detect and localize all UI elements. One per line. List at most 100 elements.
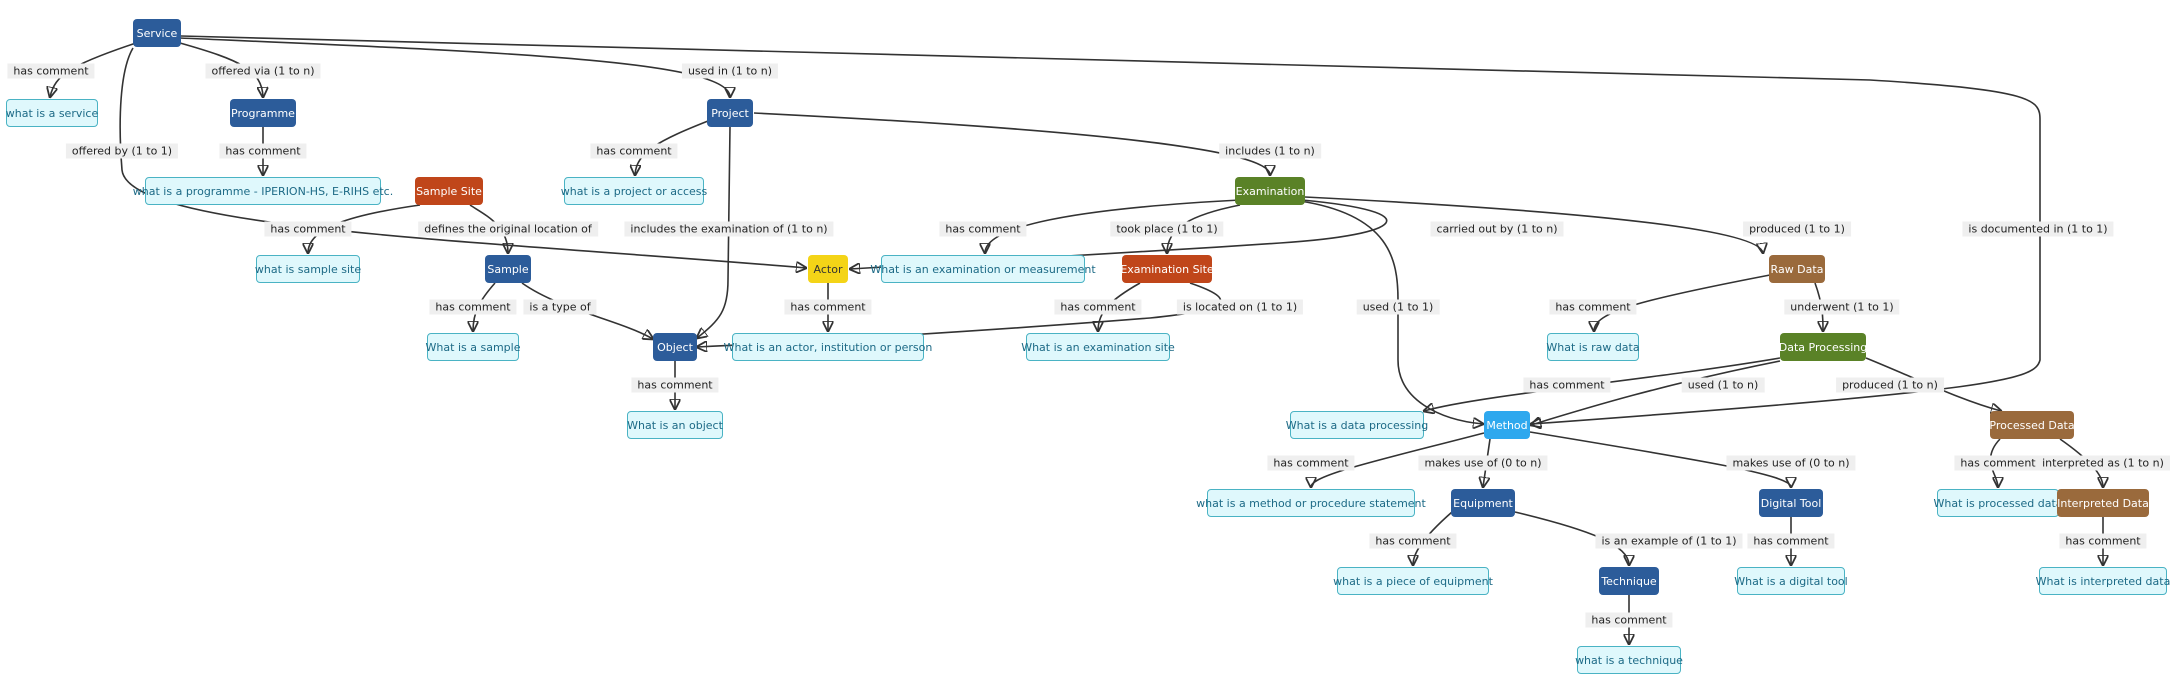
edge-label: has comment: [429, 299, 517, 315]
edge-label: defines the original location of: [418, 221, 598, 237]
edge-examination-to-what-examination: [985, 199, 1241, 253]
node-label: Examination Site: [1120, 262, 1214, 276]
node-raw-data: Raw Data: [1769, 255, 1825, 283]
node-label: What is an examination or measurement: [870, 262, 1096, 276]
edge-label: is documented in (1 to 1): [1962, 221, 2114, 237]
node-digital-tool: Digital Tool: [1759, 489, 1823, 517]
node-method: Method: [1484, 411, 1530, 439]
edge-label: includes the examination of (1 to n): [624, 221, 834, 237]
edge-label: took place (1 to 1): [1110, 221, 1224, 237]
node-label: what is a piece of equipment: [1333, 574, 1493, 588]
comment-node-what-project: what is a project or access: [561, 177, 707, 205]
comment-node-what-sample: What is a sample: [425, 333, 521, 361]
node-technique: Technique: [1599, 567, 1659, 595]
edge-label: has comment: [939, 221, 1027, 237]
comment-node-what-raw-data: What is raw data: [1546, 333, 1640, 361]
node-label: What is raw data: [1546, 340, 1640, 354]
edge-label: is a type of: [523, 299, 597, 315]
edge-label: has comment: [1747, 533, 1835, 549]
edge-label: underwent (1 to 1): [1784, 299, 1900, 315]
edge-label: has comment: [590, 143, 678, 159]
node-label: what is a method or procedure statement: [1196, 496, 1426, 510]
node-service: Service: [133, 19, 181, 47]
edge-label: has comment: [1523, 377, 1611, 393]
edge-label: produced (1 to 1): [1743, 221, 1851, 237]
node-sample: Sample: [485, 255, 531, 283]
node-label: What is interpreted data: [2035, 574, 2170, 588]
edge-label: has comment: [7, 63, 95, 79]
edge-label: has comment: [1369, 533, 1457, 549]
comment-node-what-service: what is a service: [6, 99, 98, 127]
node-label: Object: [657, 340, 693, 354]
node-label: Programme: [231, 106, 295, 120]
comment-node-what-processed-data: What is processed data: [1934, 489, 2063, 517]
node-label: What is a data processing: [1285, 418, 1429, 432]
edge-method-to-digital-tool: [1529, 431, 1791, 487]
edge-label: has comment: [1549, 299, 1637, 315]
node-exam-site: Examination Site: [1120, 255, 1214, 283]
edge-method-to-what-method: [1311, 432, 1485, 487]
edge-label: has comment: [1267, 455, 1355, 471]
node-label: Digital Tool: [1760, 496, 1822, 510]
edge-label: offered by (1 to 1): [65, 143, 179, 159]
edge-label: has comment: [1954, 455, 2042, 471]
node-label: Data Processing: [1778, 340, 1868, 354]
node-label: what is a service: [5, 106, 99, 120]
comment-node-what-exam-site: What is an examination site: [1021, 333, 1175, 361]
node-interpreted-data: Interpreted Data: [2057, 489, 2149, 517]
node-label: Method: [1486, 418, 1528, 432]
edge-label: carried out by (1 to n): [1430, 221, 1564, 237]
node-label: Raw Data: [1770, 262, 1824, 276]
node-label: what is a project or access: [560, 184, 708, 198]
node-label: Processed Data: [1989, 418, 2075, 432]
node-label: Service: [136, 26, 178, 40]
edge-examination-to-raw-data: [1304, 196, 1763, 253]
edge-label: produced (1 to n): [1836, 377, 1944, 393]
edge-label: used in (1 to n): [681, 63, 779, 79]
edge-label: used (1 to 1): [1356, 299, 1440, 315]
edge-label: is located on (1 to 1): [1176, 299, 1304, 315]
edge-label: used (1 to n): [1681, 377, 1765, 393]
comment-node-what-data-processing: What is a data processing: [1286, 411, 1428, 439]
node-label: what is a programme - IPERION-HS, E-RIHS…: [132, 184, 394, 198]
edge-label: includes (1 to n): [1219, 143, 1321, 159]
comment-node-what-technique: what is a technique: [1575, 646, 1683, 674]
node-programme: Programme: [230, 99, 296, 127]
node-label: What is processed data: [1933, 496, 2063, 510]
node-label: Examination: [1235, 184, 1305, 198]
comment-node-what-equipment: what is a piece of equipment: [1333, 567, 1493, 595]
comment-node-what-object: What is an object: [627, 411, 723, 439]
node-label: Equipment: [1453, 496, 1513, 510]
edge-label: offered via (1 to n): [205, 63, 321, 79]
node-equipment: Equipment: [1451, 489, 1515, 517]
node-label: Interpreted Data: [2057, 496, 2149, 510]
edge-label: has comment: [1054, 299, 1142, 315]
comment-node-what-sample-site: what is sample site: [255, 255, 361, 283]
comment-node-what-programme: what is a programme - IPERION-HS, E-RIHS…: [133, 177, 393, 205]
edge-service-to-actor: [119, 47, 806, 268]
edge-label: has comment: [1585, 612, 1673, 628]
edge-project-to-examination: [753, 112, 1270, 175]
node-examination: Examination: [1235, 177, 1305, 205]
node-label: What is a sample: [425, 340, 521, 354]
edge-data-processing-to-method: [1531, 360, 1781, 425]
edge-service-to-method: [180, 35, 2041, 424]
edge-label: interpreted as (1 to n): [2036, 455, 2170, 471]
node-label: Sample Site: [416, 184, 482, 198]
edge-service-to-project: [179, 37, 730, 97]
node-label: What is an actor, institution or person: [723, 340, 933, 354]
edge-label: has comment: [784, 299, 872, 315]
node-label: What is an object: [627, 418, 723, 432]
node-label: Technique: [1601, 574, 1657, 588]
edge-label: makes use of (0 to n): [1726, 455, 1856, 471]
node-label: Sample: [487, 262, 529, 276]
edge-label: is an example of (1 to 1): [1595, 533, 1743, 549]
node-project: Project: [707, 99, 753, 127]
node-label: Actor: [813, 262, 843, 276]
node-label: What is an examination site: [1021, 340, 1175, 354]
node-label: What is a digital tool: [1734, 574, 1848, 588]
node-actor: Actor: [808, 255, 848, 283]
node-label: what is a technique: [1575, 653, 1683, 667]
edge-label: has comment: [2059, 533, 2147, 549]
